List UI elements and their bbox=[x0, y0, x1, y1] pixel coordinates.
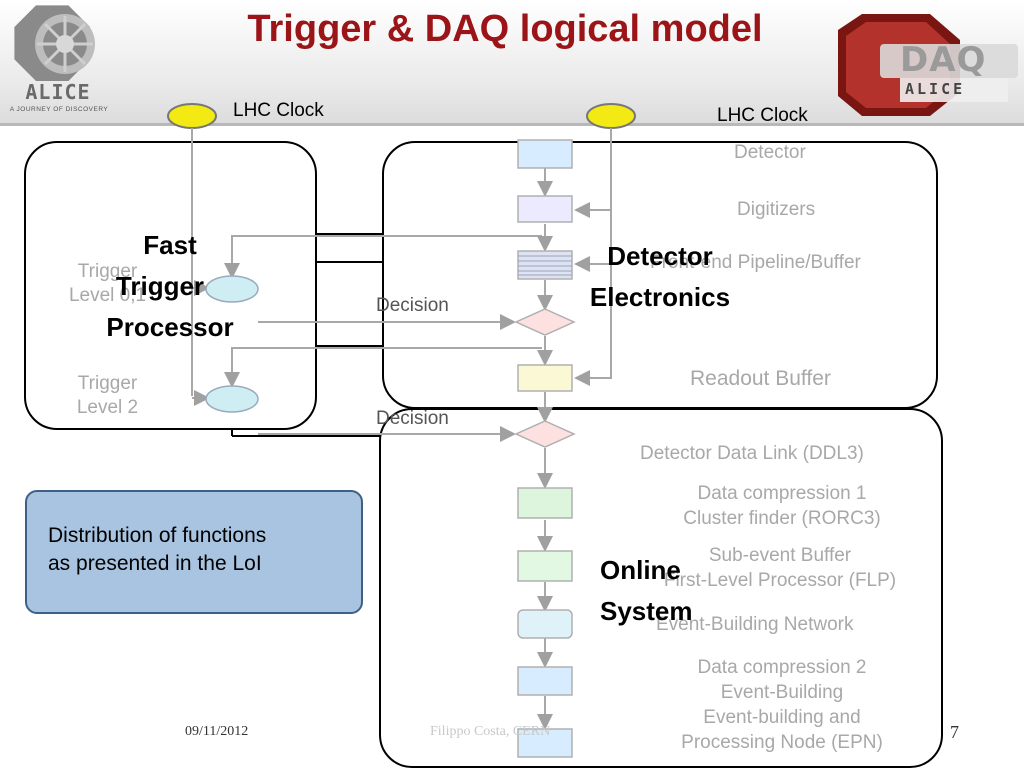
note-line1: Distribution of functions bbox=[48, 524, 267, 547]
epn-line2: Processing Node (EPN) bbox=[681, 732, 883, 753]
compression1-line2: Cluster finder (RORC3) bbox=[683, 508, 881, 529]
alice-logo-tagline: A JOURNEY OF DISCOVERY bbox=[9, 106, 109, 113]
footer-author: Filippo Costa, CERN bbox=[430, 724, 551, 739]
detector-label: Detector bbox=[734, 142, 806, 163]
detector-block bbox=[517, 139, 573, 169]
readout-buffer-label: Readout Buffer bbox=[690, 367, 831, 390]
compression2-line2: Event-Building bbox=[720, 682, 844, 703]
note-box bbox=[25, 490, 363, 614]
epn-block bbox=[517, 728, 573, 758]
trigger-l0-node bbox=[205, 275, 259, 303]
trigger-l2-line2: Level 2 bbox=[76, 397, 139, 418]
fast-trigger-line1: Fast bbox=[143, 230, 197, 260]
lhc-clock-left-label: LHC Clock bbox=[233, 100, 324, 121]
network-label: Event-Building Network bbox=[656, 614, 854, 635]
trigger-l0-label: Trigger Level 0,1 bbox=[60, 260, 155, 308]
ddl-label: Detector Data Link (DDL3) bbox=[640, 443, 864, 464]
header-divider bbox=[0, 123, 1024, 126]
detector-electronics-line2: Electronics bbox=[589, 282, 731, 312]
frontend-label: Front-end Pipeline/Buffer bbox=[650, 252, 861, 273]
decision-2-diamond bbox=[514, 420, 576, 448]
detector-electronics-label: Detector Electronics bbox=[565, 236, 755, 318]
decision-2-label: Decision bbox=[376, 408, 449, 429]
digitizer-block bbox=[517, 195, 573, 223]
decision-1-label: Decision bbox=[376, 295, 449, 316]
fast-trigger-label: Fast Trigger Processor bbox=[80, 225, 260, 348]
compression1-line1: Data compression 1 bbox=[697, 483, 867, 504]
subevent-line2: First-Level Processor (FLP) bbox=[663, 570, 897, 591]
compression2-line1: Data compression 2 bbox=[697, 657, 867, 678]
alice-logo bbox=[14, 5, 95, 81]
trigger-l2-label: Trigger Level 2 bbox=[60, 372, 155, 420]
daq-logo-word: DAQ bbox=[900, 40, 987, 80]
note-line2: as presented in the LoI bbox=[48, 552, 262, 575]
online-system-line2: System bbox=[600, 596, 693, 626]
alice-logo-word: ALICE bbox=[25, 80, 91, 104]
decision-1-diamond bbox=[514, 308, 576, 336]
digitizers-label: Digitizers bbox=[737, 199, 816, 220]
detector-electronics-line1: Detector bbox=[607, 241, 713, 271]
lhc-clock-right-label: LHC Clock bbox=[717, 105, 808, 126]
fast-trigger-line3: Processor bbox=[106, 312, 234, 342]
compression1-block bbox=[517, 487, 573, 519]
compression1-label: Data compression 1 Cluster finder (RORC3… bbox=[650, 481, 914, 531]
daq-logo-sub: ALICE bbox=[905, 80, 966, 98]
subevent-block bbox=[517, 550, 573, 582]
trigger-l0-line2: Level 0,1 bbox=[68, 285, 147, 306]
online-system-label: Online System bbox=[600, 550, 760, 632]
footer-date: 09/11/2012 bbox=[185, 724, 249, 739]
trigger-l2-line1: Trigger bbox=[77, 373, 138, 394]
subevent-label: Sub-event Buffer First-Level Processor (… bbox=[648, 543, 912, 593]
compression2-label: Data compression 2 Event-Building Event-… bbox=[650, 655, 914, 755]
network-block bbox=[517, 609, 573, 639]
fast-trigger-line2: Trigger bbox=[115, 271, 205, 301]
lhc-clock-left bbox=[167, 103, 217, 129]
frontend-buffer-block bbox=[517, 250, 573, 280]
lhc-clock-right bbox=[586, 103, 636, 129]
compression2-block bbox=[517, 666, 573, 696]
online-system-line1: Online bbox=[600, 555, 681, 585]
slide-number: 7 bbox=[950, 722, 959, 742]
trigger-l0-line1: Trigger bbox=[77, 261, 138, 282]
fast-trigger-box bbox=[24, 141, 317, 430]
epn-line1: Event-building and bbox=[703, 707, 861, 728]
readout-buffer-block bbox=[517, 364, 573, 392]
note-text: Distribution of functions as presented i… bbox=[48, 522, 348, 578]
subevent-line1: Sub-event Buffer bbox=[708, 545, 852, 566]
trigger-l2-node bbox=[205, 385, 259, 413]
slide-title: Trigger & DAQ logical model bbox=[247, 8, 763, 50]
